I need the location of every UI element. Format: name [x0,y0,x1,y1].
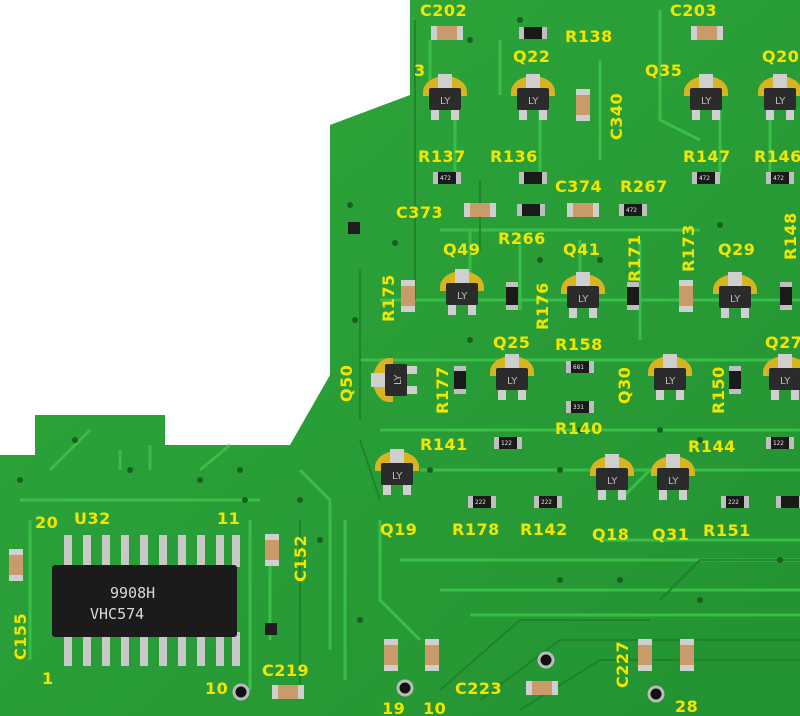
svg-text:Q18: Q18 [592,525,629,544]
svg-text:R138: R138 [565,27,613,46]
svg-text:R142: R142 [520,520,568,539]
ic-u32: 9908H VHC574 [52,535,240,666]
svg-text:R266: R266 [498,229,546,248]
svg-text:R147: R147 [683,147,731,166]
svg-text:R141: R141 [420,435,468,454]
svg-text:R136: R136 [490,147,538,166]
svg-text:R148: R148 [781,212,800,260]
svg-text:C203: C203 [670,1,717,20]
svg-text:R171: R171 [625,234,644,282]
svg-text:C223: C223 [455,679,502,698]
svg-text:Q35: Q35 [645,61,682,80]
svg-text:Q27: Q27 [765,333,800,352]
svg-text:Q20: Q20 [762,47,799,66]
svg-text:Q50: Q50 [337,365,356,402]
svg-text:Q49: Q49 [443,240,480,259]
svg-text:122: 122 [501,440,512,447]
svg-text:472: 472 [773,175,784,182]
svg-text:10: 10 [423,699,446,716]
svg-text:681: 681 [573,364,584,371]
svg-text:R140: R140 [555,419,603,438]
svg-text:Q29: Q29 [718,240,755,259]
svg-text:19: 19 [382,699,405,716]
svg-text:C202: C202 [420,1,467,20]
svg-text:R151: R151 [703,521,751,540]
svg-text:C340: C340 [607,93,626,140]
vias [17,17,783,623]
svg-text:C152: C152 [291,535,310,582]
svg-text:R178: R178 [452,520,500,539]
svg-text:C219: C219 [262,661,309,680]
svg-text:R267: R267 [620,177,668,196]
square-pads [265,222,360,635]
board-channels [299,20,800,711]
watermark: dre [246,351,302,391]
ic-marking-part: VHC574 [90,605,144,623]
silkscreen: C202 C203 R138 Q22 Q35 Q20 3 C340 R137 R… [11,1,800,716]
svg-text:472: 472 [699,175,710,182]
svg-text:222: 222 [728,499,739,506]
svg-text:U32: U32 [74,509,111,528]
svg-text:C155: C155 [11,613,30,660]
svg-text:Q19: Q19 [380,520,417,539]
resistor-codes: 681 331 122 122 222 222 222 472 472 472 … [440,175,784,506]
svg-text:222: 222 [475,499,486,506]
svg-text:C374: C374 [555,177,602,196]
svg-text:R150: R150 [709,366,728,414]
svg-text:R146: R146 [754,147,800,166]
svg-text:C227: C227 [613,641,632,688]
svg-text:10: 10 [205,679,228,698]
svg-text:R158: R158 [555,335,603,354]
svg-text:Q25: Q25 [493,333,530,352]
svg-text:11: 11 [217,509,240,528]
svg-text:472: 472 [626,207,637,214]
ic-marking-top: 9908H [110,584,155,602]
svg-text:222: 222 [541,499,552,506]
svg-text:R137: R137 [418,147,466,166]
svg-text:1: 1 [42,669,54,688]
svg-text:R175: R175 [379,274,398,322]
svg-text:R177: R177 [433,366,452,414]
svg-text:Q31: Q31 [652,525,689,544]
svg-text:R173: R173 [679,224,698,272]
svg-text:28: 28 [675,697,698,716]
svg-text:Q22: Q22 [513,47,550,66]
svg-text:R144: R144 [688,437,736,456]
svg-text:331: 331 [573,404,584,411]
svg-text:R176: R176 [533,282,552,330]
svg-text:122: 122 [773,440,784,447]
svg-text:3: 3 [414,61,426,80]
svg-text:20: 20 [35,513,58,532]
svg-text:472: 472 [440,175,451,182]
svg-text:C373: C373 [396,203,443,222]
svg-text:Q41: Q41 [563,240,600,259]
svg-text:Q30: Q30 [615,367,634,404]
through-holes [232,651,665,703]
